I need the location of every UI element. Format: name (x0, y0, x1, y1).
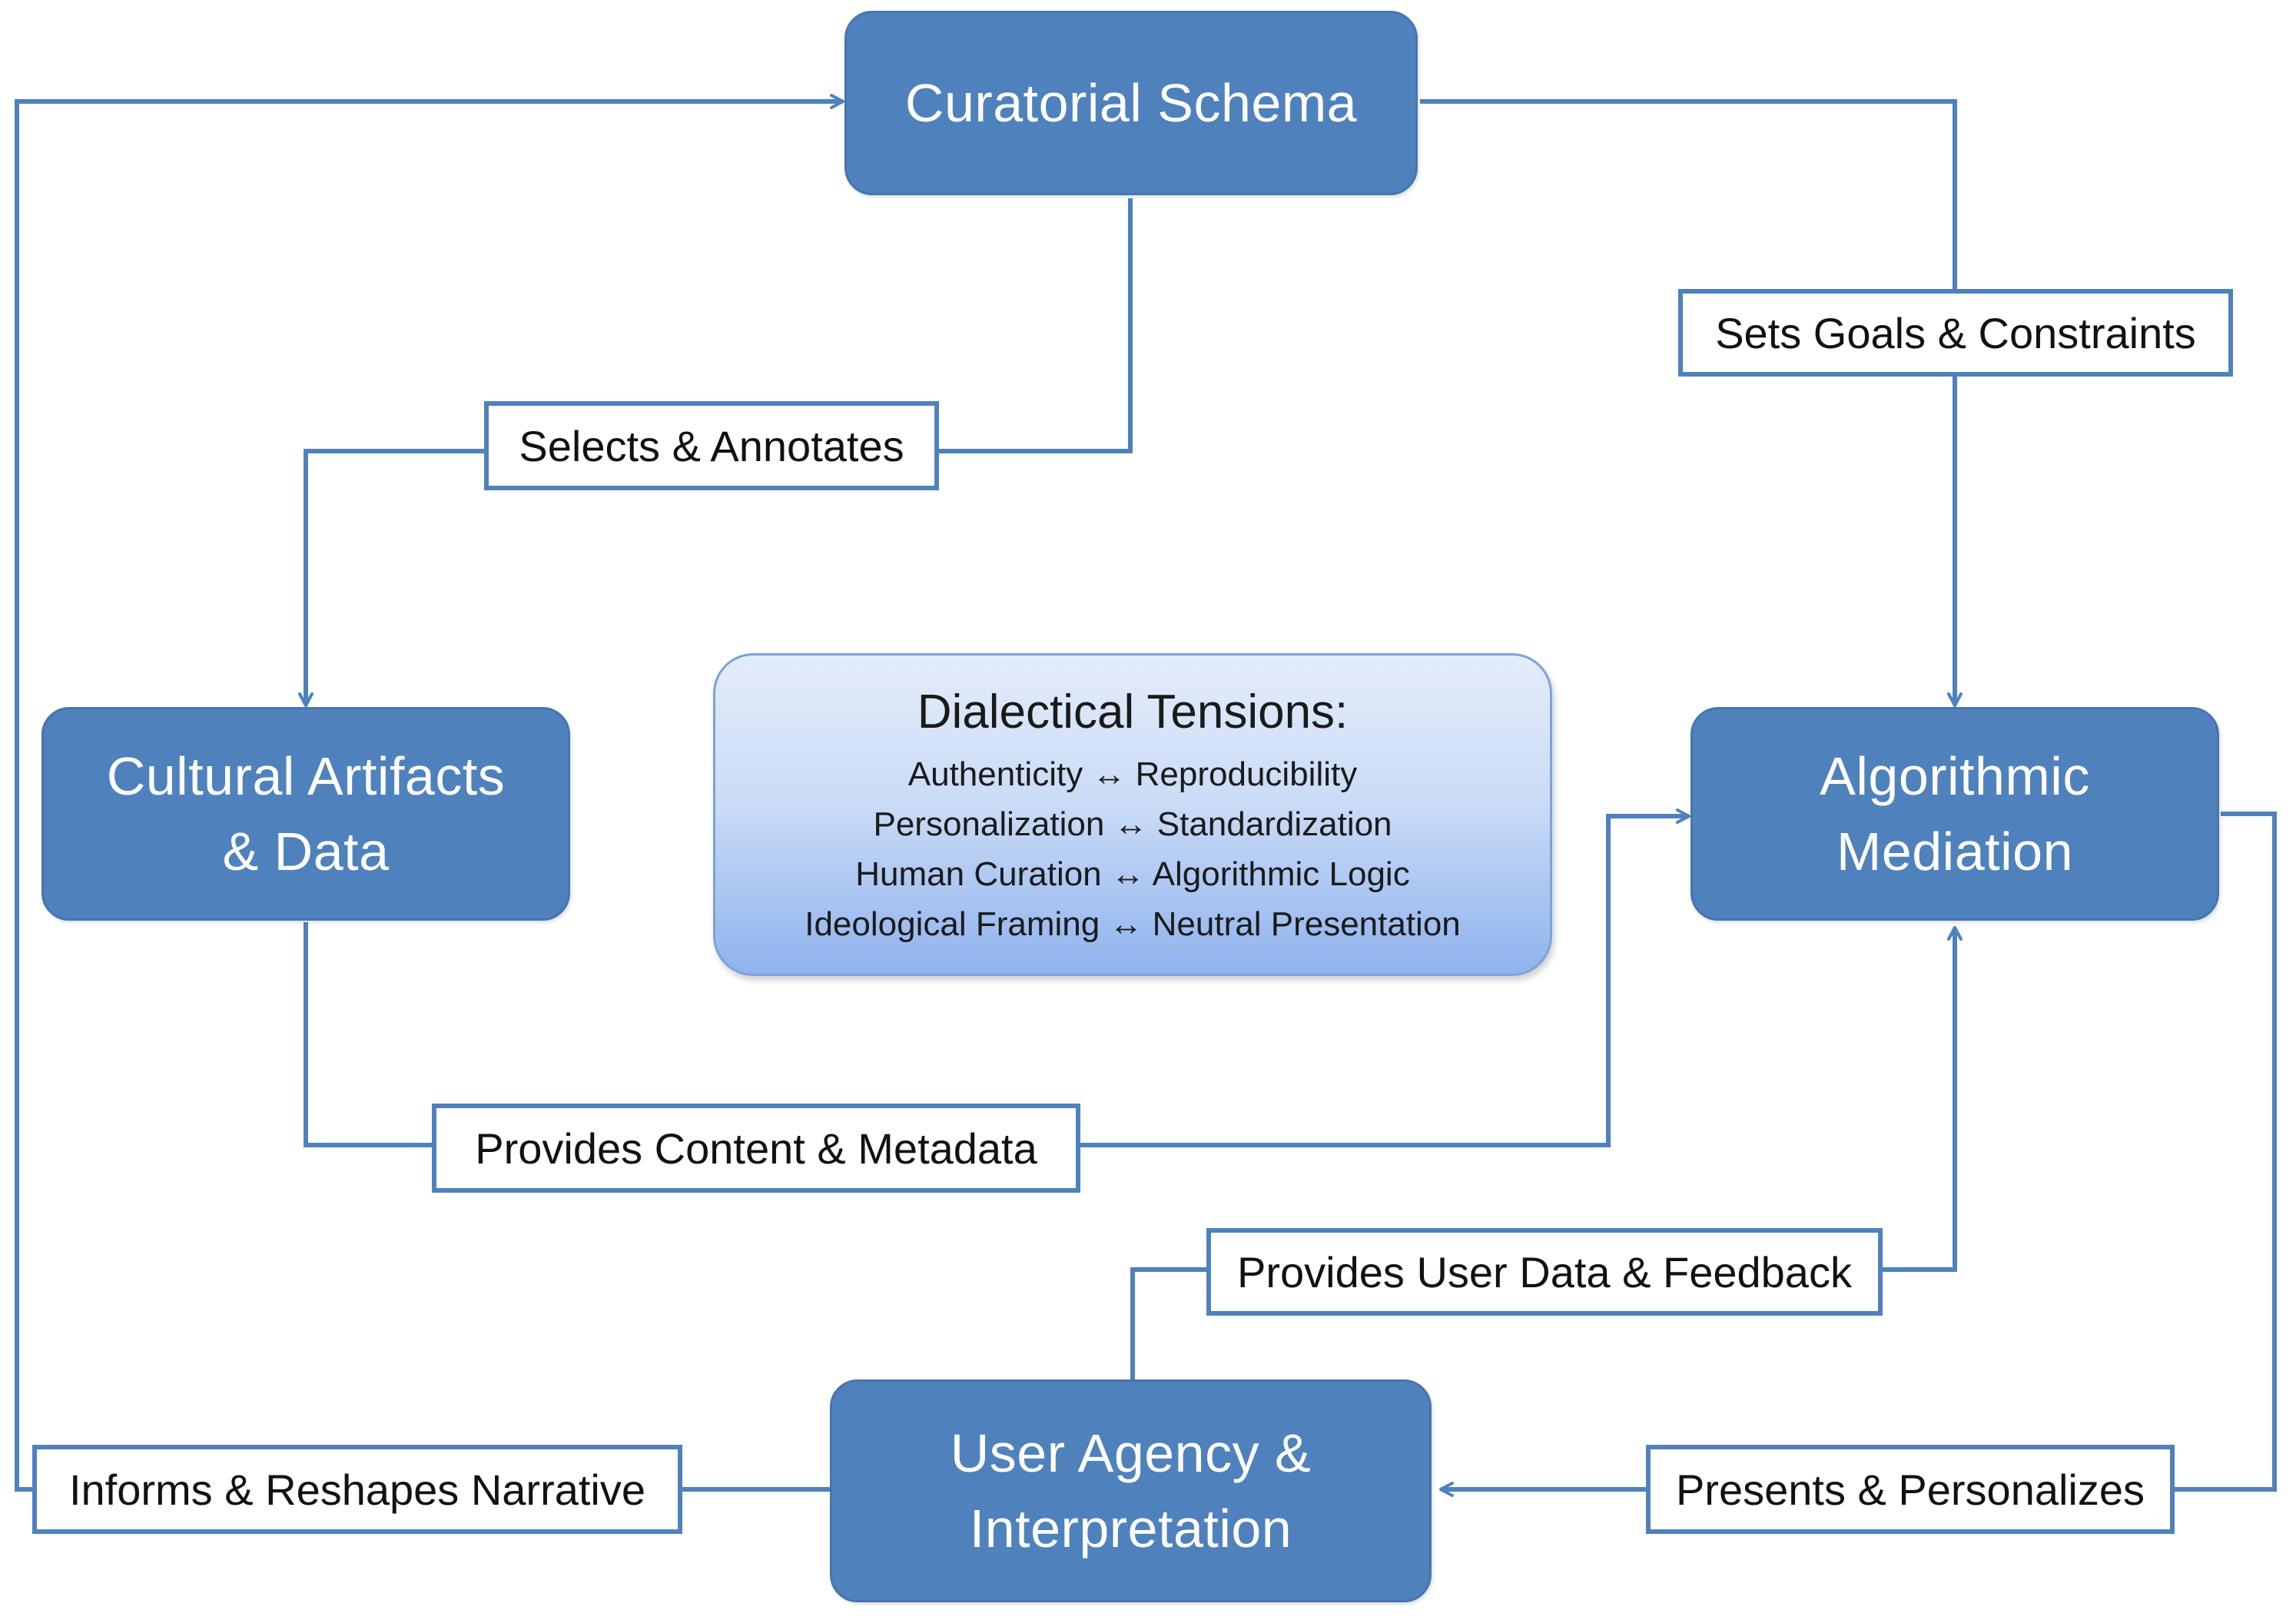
label-selects-annotates: Selects & Annotates (484, 401, 939, 490)
node-label: User Agency & (950, 1423, 1312, 1483)
edge-provides-content (304, 808, 1690, 1147)
node-label: & Data (222, 822, 390, 881)
tension-item: Personalization ↔ Standardization (873, 805, 1392, 843)
tension-item: Authenticity ↔ Reproducibility (907, 755, 1358, 793)
label-provides-content: Provides Content & Metadata (432, 1104, 1080, 1193)
node-label: Interpretation (969, 1499, 1292, 1559)
node-cultural-artifacts: Cultural Artifacts & Data (41, 707, 570, 921)
label-sets-goals: Sets Goals & Constraints (1678, 289, 2233, 377)
node-user-agency: User Agency & Interpretation (830, 1379, 1432, 1602)
label-provides-user-data: Provides User Data & Feedback (1206, 1228, 1883, 1316)
node-label: Curatorial Schema (904, 73, 1358, 133)
node-label: Mediation (1836, 822, 2073, 881)
node-curatorial-schema: Curatorial Schema (844, 11, 1418, 195)
label-informs-reshapes: Informs & Reshapes Narrative (32, 1445, 682, 1534)
label-presents-personalizes: Presents & Personalizes (1646, 1445, 2175, 1534)
node-algorithmic-mediation: Algorithmic Mediation (1690, 707, 2219, 921)
tension-item: Human Curation ↔ Algorithmic Logic (855, 855, 1410, 893)
node-label: Cultural Artifacts (106, 746, 506, 806)
edge-sets-goals (1420, 99, 1963, 707)
dialectical-tensions-panel: Dialectical Tensions: Authenticity ↔ Rep… (713, 653, 1552, 976)
tension-item: Ideological Framing ↔ Neutral Presentati… (805, 905, 1461, 943)
tensions-title: Dialectical Tensions: (917, 686, 1349, 739)
node-label: Algorithmic (1820, 746, 2090, 806)
